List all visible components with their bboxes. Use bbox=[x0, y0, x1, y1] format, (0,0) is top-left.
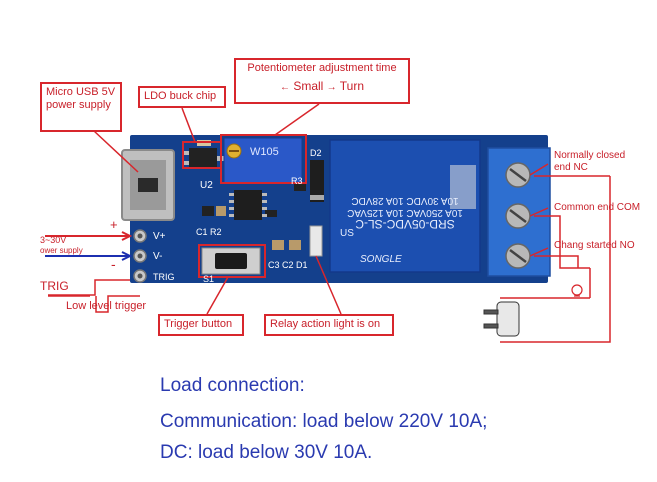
trigger-button-callout: Trigger button bbox=[158, 314, 244, 336]
pot-marking: W105 bbox=[250, 146, 279, 158]
nc-label-line2: end NC bbox=[554, 162, 588, 173]
trig-label: TRIG bbox=[40, 279, 69, 293]
pin-trig-label: TRIG bbox=[153, 272, 175, 282]
light-bulb-icon bbox=[571, 284, 583, 297]
relay-rating-1: 10A 250VAC 10A 125VAC bbox=[347, 207, 463, 218]
potentiometer-label: Potentiometer adjustment time bbox=[247, 62, 397, 74]
pin-vminus-label: V- bbox=[153, 251, 163, 262]
timer-ic bbox=[234, 190, 262, 220]
relay-brand: SONGLE bbox=[360, 254, 402, 265]
r3-label: R3 bbox=[291, 176, 303, 186]
micro-usb-callout: Micro USB 5V power supply bbox=[40, 82, 122, 132]
com-label: Common end COM bbox=[554, 202, 641, 213]
no-label: Chang started NO bbox=[554, 240, 635, 251]
note-communication: Communication: load below 220V 10A; bbox=[160, 411, 488, 432]
relay-us-label: US bbox=[340, 228, 354, 239]
note-load-connection: Load connection: bbox=[160, 375, 305, 396]
potentiometer-callout: Potentiometer adjustment time ← Small → … bbox=[234, 58, 410, 104]
u2-label: U2 bbox=[200, 180, 213, 191]
highlight-boxes bbox=[182, 134, 307, 278]
voltage-range: 3~30V bbox=[40, 235, 67, 245]
c1r2-label: C1 R2 bbox=[196, 227, 222, 237]
minus-sign: - bbox=[111, 256, 116, 272]
ldo-chip bbox=[189, 148, 217, 168]
low-level-trigger-label: Low level trigger bbox=[66, 300, 147, 312]
s1-label: S1 bbox=[203, 274, 215, 284]
terminal-screws bbox=[505, 162, 531, 269]
relay-rating-2: 10A 30VDC 10A 28VDC bbox=[351, 195, 459, 206]
pin-holes bbox=[133, 229, 147, 283]
relay-light-callout: Relay action light is on bbox=[264, 314, 394, 336]
d2-label: D2 bbox=[310, 148, 322, 158]
nc-label-line1: Normally closed bbox=[554, 150, 626, 161]
ldo-callout: LDO buck chip bbox=[138, 86, 226, 108]
trigger-button-label: Trigger button bbox=[164, 318, 233, 330]
small-label: Small bbox=[293, 79, 324, 93]
note-dc: DC: load below 30V 10A. bbox=[160, 442, 373, 463]
plug-icon bbox=[483, 301, 520, 337]
relay-text-block: SRD-05VDC-SL-C 10A 250VAC 10A 125VAC 10A… bbox=[335, 150, 475, 231]
plus-sign: + bbox=[110, 217, 118, 232]
pin-vplus-label: V+ bbox=[153, 231, 166, 242]
relay-brand-block: US SONGLE bbox=[340, 228, 476, 268]
relay-led bbox=[309, 225, 323, 257]
power-supply-label: ower supply bbox=[40, 246, 83, 255]
c3c2d1-label: C3 C2 D1 bbox=[268, 260, 308, 270]
leader-lines bbox=[48, 103, 611, 343]
ldo-label: LDO buck chip bbox=[144, 90, 217, 102]
turn-label: Turn bbox=[339, 79, 365, 93]
diode-d2 bbox=[310, 160, 324, 202]
relay-light-label: Relay action light is on bbox=[270, 318, 381, 330]
micro-usb-label: Micro USB 5V power supply bbox=[46, 86, 116, 111]
